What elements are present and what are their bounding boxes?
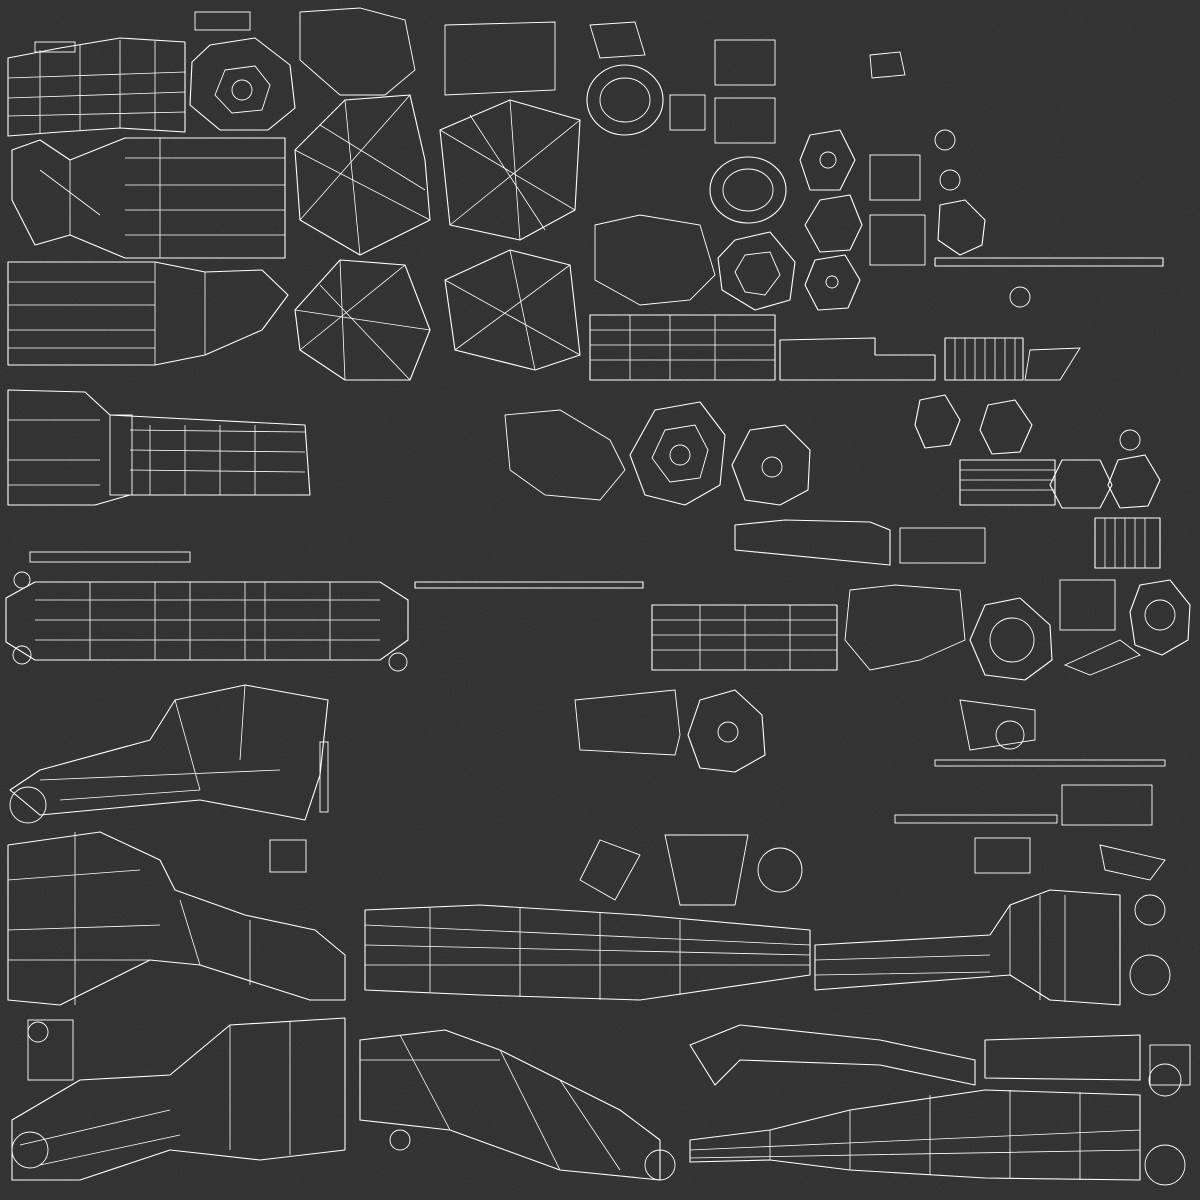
island-octagon-4: [804, 194, 863, 253]
island-octagon-top: [189, 37, 296, 131]
island-cross-block-2: [439, 99, 581, 241]
island-right-grid-1: [944, 337, 1024, 381]
island-middle-wheel-low: [687, 689, 766, 773]
island-cross-block-4: [444, 249, 581, 371]
island-center-strip-grid: [651, 604, 838, 671]
island-right-panel-2: [734, 519, 986, 566]
island-bottom-mid-arm: [364, 904, 811, 1001]
island-left-chest: [9, 684, 329, 821]
island-left-arm: [7, 389, 311, 506]
island-octagon-5: [804, 254, 861, 311]
island-upper-left-sleeve: [7, 37, 186, 137]
island-right-wheel-2: [1129, 579, 1191, 656]
island-left-bone-1: [11, 137, 286, 259]
island-right-panel: [779, 337, 936, 381]
island-octagon-3: [799, 129, 856, 191]
island-grid-strip-mid: [589, 314, 776, 381]
island-cross-block-1: [294, 94, 431, 256]
island-long-line-mid: [414, 581, 644, 589]
island-left-bone-2: [7, 261, 289, 366]
island-right-grid-2: [959, 459, 1056, 506]
island-bottom-right-leg: [689, 1089, 1141, 1181]
island-left-pelvis: [7, 831, 346, 1006]
island-small-fragments: [9, 7, 1186, 1186]
island-right-grid-3: [1094, 517, 1161, 569]
island-cross-block-3: [294, 259, 431, 381]
island-octagon-2: [717, 231, 796, 311]
island-octagon-6: [937, 199, 986, 256]
island-bottom-ribbon: [689, 1024, 976, 1086]
island-octagon-row: [914, 394, 1161, 509]
island-center-wheel: [731, 424, 811, 506]
island-center-gear: [629, 401, 726, 506]
island-ring-1: [586, 64, 664, 136]
island-left-lower-leg: [11, 1017, 346, 1181]
island-right-wheel-1: [969, 597, 1053, 681]
island-bottom-mid-torso: [359, 1029, 661, 1181]
island-bottom-right-arm: [814, 889, 1121, 1006]
island-ring-2: [709, 156, 787, 224]
island-bottom-right-panel: [984, 1034, 1191, 1086]
island-right-bar-1: [934, 257, 1164, 267]
